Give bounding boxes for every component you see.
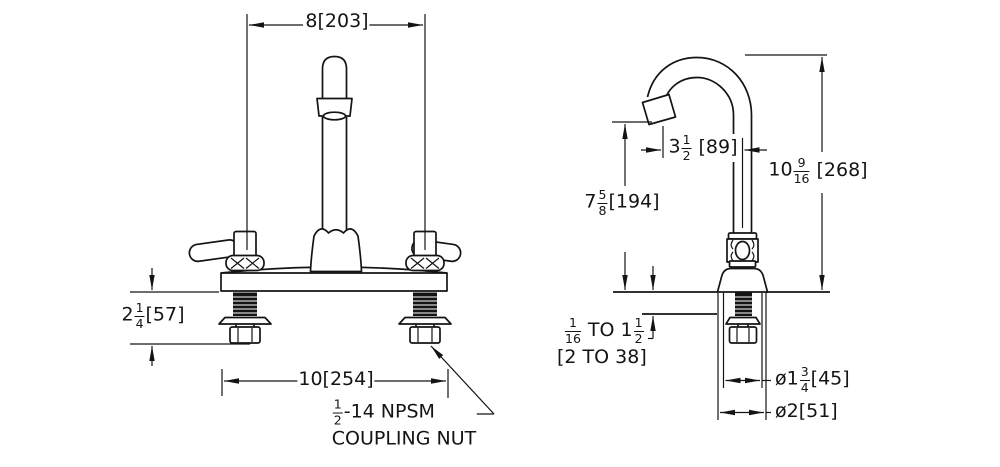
thickness-line2: [2 TO 38] [557, 346, 647, 368]
dimension-lines [130, 14, 827, 420]
dim-shank-diameter-label: ø2[51] [774, 400, 839, 423]
dim-deck-span-label: 10[254] [297, 368, 375, 391]
dim-spout-spread-label: 8[203] [304, 10, 370, 33]
dim-text: 8[203] [305, 10, 369, 33]
callout-line2: COUPLING NUT [331, 427, 477, 450]
faucet-side-view [613, 56, 830, 344]
faucet-front-view [188, 55, 462, 344]
